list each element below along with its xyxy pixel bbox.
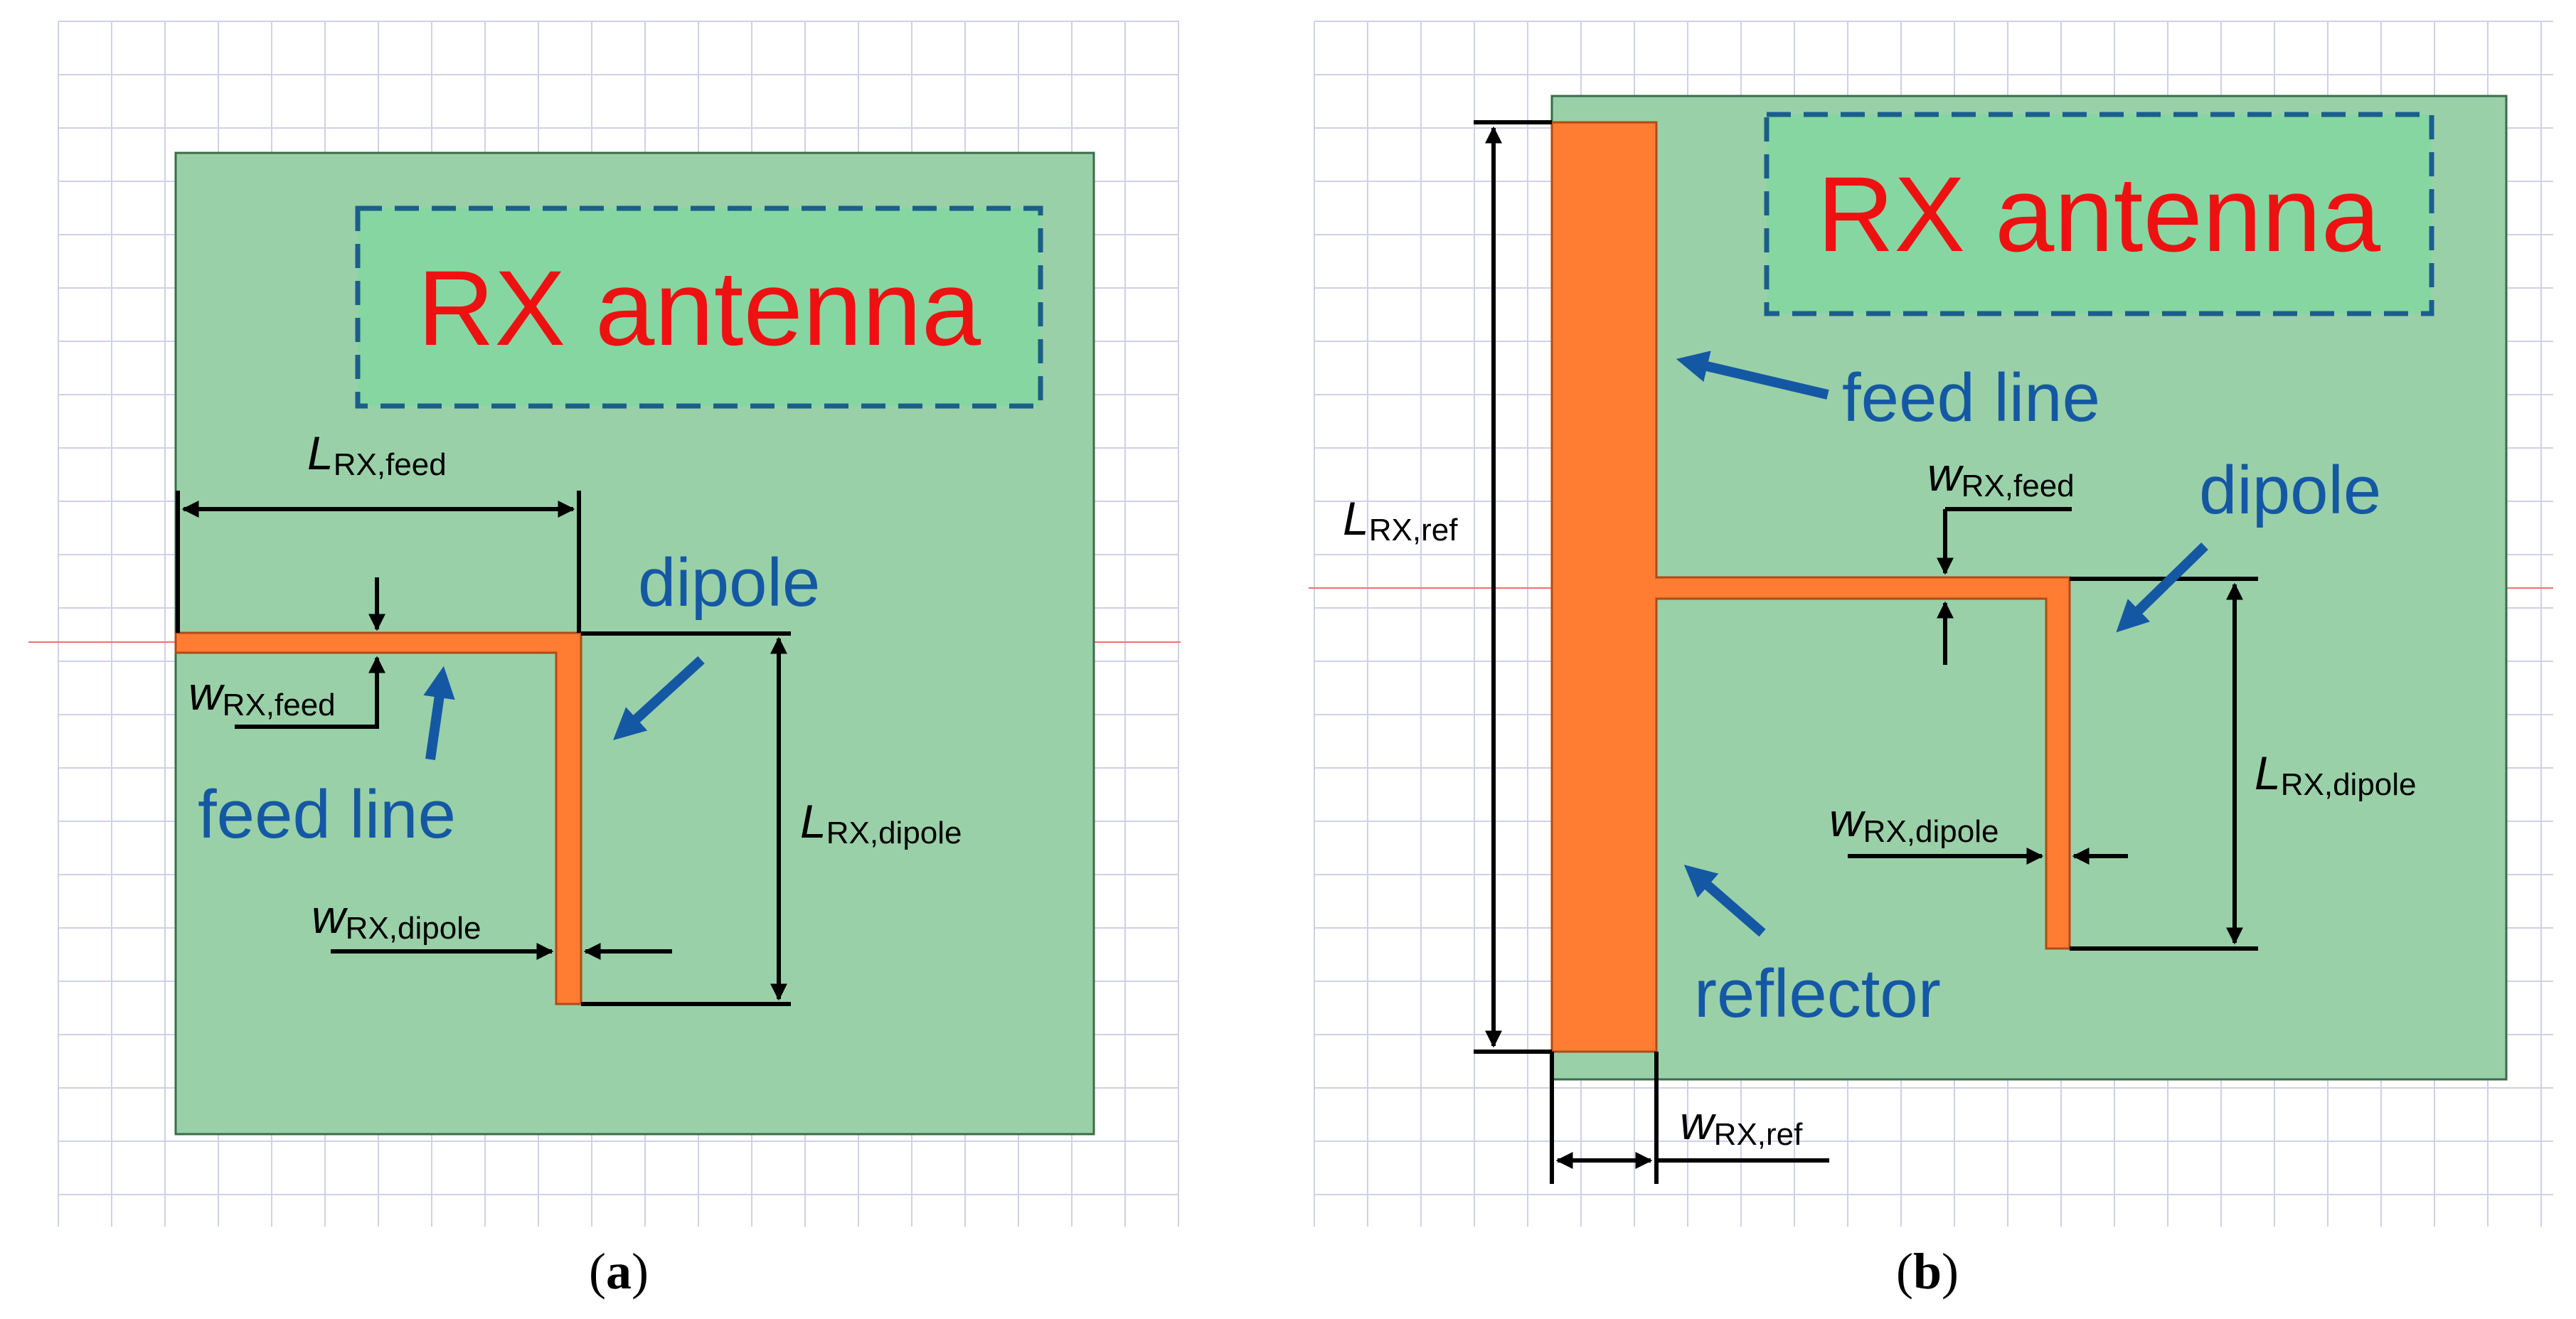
title-b: RX antenna — [1817, 154, 2381, 274]
w-dipole-label-a: wRX,dipole — [312, 890, 481, 946]
feed-line-pointer-b — [1676, 351, 1829, 400]
w-ref-label-b: wRX,ref — [1680, 1096, 1803, 1152]
w-feed-label-b: wRX,feed — [1927, 448, 2075, 503]
feed-line-pointer-a — [423, 666, 455, 760]
reflector-pointer-b — [1683, 865, 1766, 937]
dipole-label-b: dipole — [2199, 452, 2381, 528]
reflector-label-b: reflector — [1694, 956, 1941, 1032]
caption-a: (a) — [589, 1243, 649, 1300]
panel-a: RX antenna LRX,feed wRX,feed LRX,dipole … — [28, 21, 1181, 1300]
feed-line-label-a: feed line — [198, 776, 456, 853]
panel-b: RX antenna LRX,ref wRX,ref wRX,feed LRX,… — [1309, 21, 2553, 1300]
title-box-a — [355, 205, 1043, 409]
title-box-b — [1764, 112, 2434, 316]
title-a: RX antenna — [417, 248, 981, 368]
l-dipole-label-a: LRX,dipole — [800, 795, 962, 850]
dipole-pointer-a — [613, 656, 705, 741]
w-dipole-label-b: wRX,dipole — [1829, 794, 1998, 849]
dipole-label-a: dipole — [638, 545, 820, 621]
reflector-feed-dipole-b — [1550, 121, 2071, 1053]
l-ref-label-b: LRX,ref — [1343, 492, 1458, 548]
dipole-pointer-b — [2116, 542, 2208, 633]
caption-b: (b) — [1896, 1243, 1959, 1300]
l-feed-label-a: LRX,feed — [307, 427, 447, 482]
w-feed-label-a: wRX,feed — [188, 667, 336, 722]
feed-line-label-b: feed line — [1842, 360, 2100, 436]
l-dipole-label-b: LRX,dipole — [2255, 747, 2417, 802]
